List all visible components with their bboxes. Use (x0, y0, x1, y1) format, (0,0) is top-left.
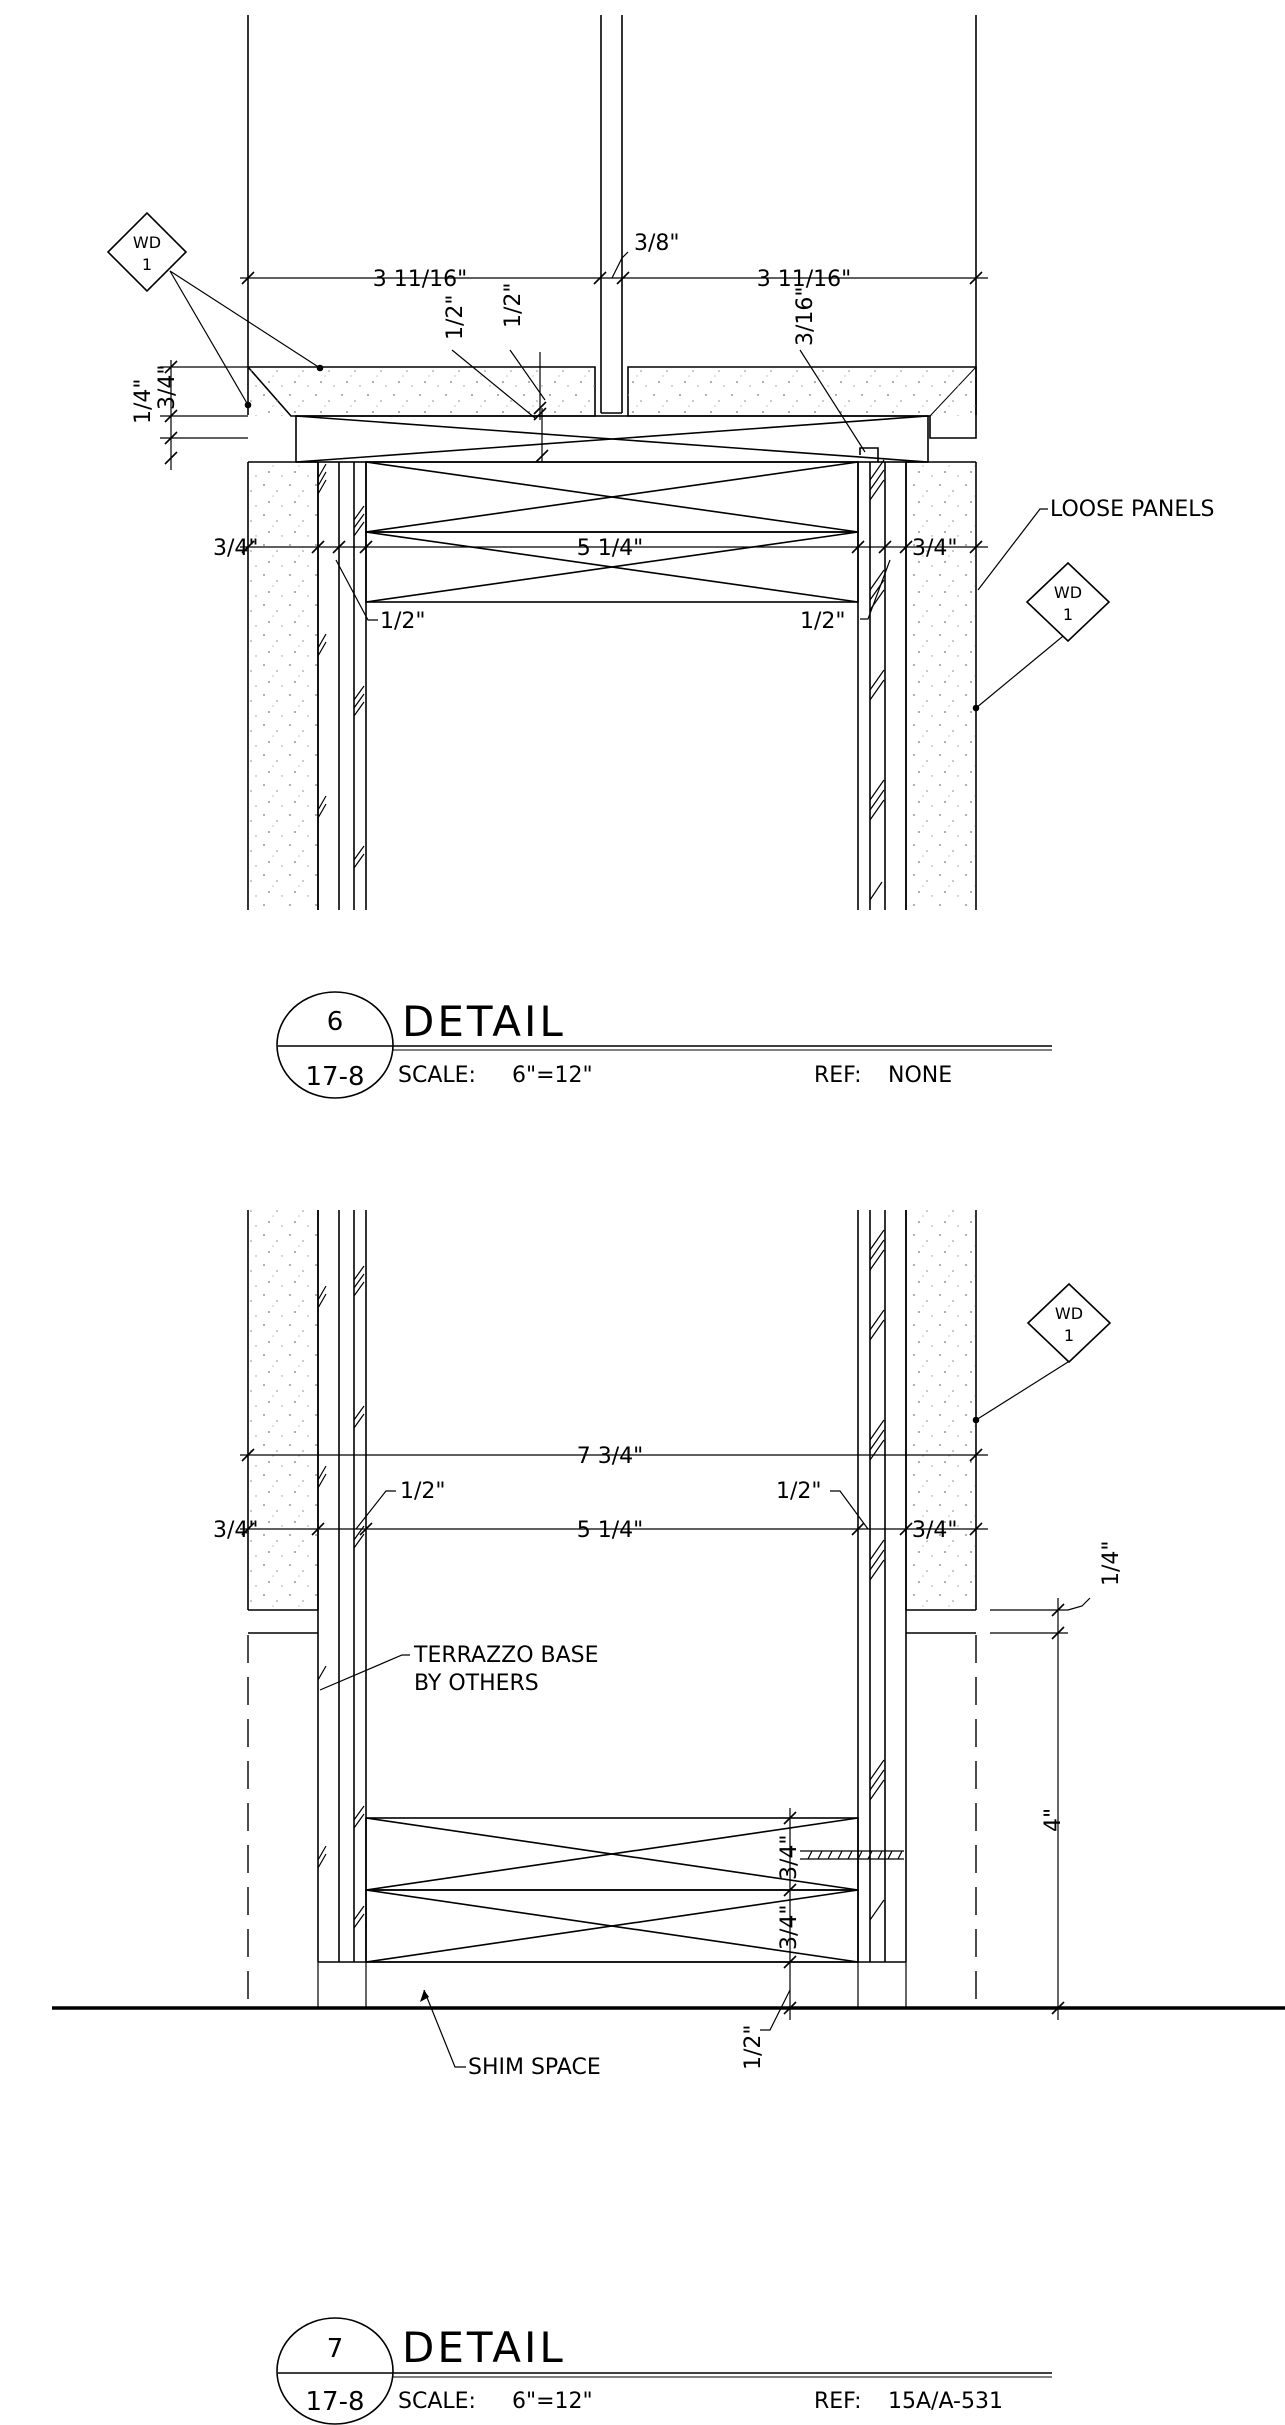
wd-tag-6a: WD 1 (106, 211, 188, 293)
dim-label: 5 1/4" (577, 1518, 644, 1543)
dim-label: 1/2" (741, 2024, 766, 2070)
wd-tag-7: WD 1 (1026, 1282, 1112, 1364)
dim-label: 3/4" (777, 1904, 802, 1950)
note-shim-space: SHIM SPACE (468, 2055, 601, 2080)
scale-value: 6"=12" (512, 2389, 593, 2414)
dim-label: 3/4" (777, 1834, 802, 1880)
wd-tag-code: WD (1054, 583, 1082, 602)
dim-label: 5 1/4" (577, 536, 644, 561)
note-loose-panels: LOOSE PANELS (1050, 497, 1214, 522)
dim-label: 3 11/16" (757, 267, 852, 292)
detail-7-title-block: 7 17-8 DETAIL SCALE: 6"=12" REF: 15A/A-5… (276, 2317, 1052, 2425)
ref-value: NONE (888, 1063, 952, 1088)
dim-label: 7 3/4" (577, 1444, 644, 1469)
detail-6-title-block: 6 17-8 DETAIL SCALE: 6"=12" REF: NONE (276, 991, 1052, 1099)
dim-label: 3/4" (912, 1518, 958, 1543)
wd-tag-code: WD (133, 233, 161, 252)
wd-tag-6b: WD 1 (1025, 561, 1111, 643)
ref-label: REF: (814, 1063, 862, 1088)
note-terrazzo-line1: TERRAZZO BASE (413, 1643, 599, 1668)
ref-value: 15A/A-531 (888, 2389, 1003, 2414)
ref-label: REF: (814, 2389, 862, 2414)
dim-label: 1/2" (501, 282, 526, 328)
dim-label: 3/16" (793, 286, 818, 346)
dim-label: 1/2" (443, 294, 468, 340)
dim-label: 3/8" (634, 231, 680, 256)
dim-label: 1/2" (776, 1479, 822, 1504)
sheet-number: 17-8 (305, 2387, 364, 2417)
dim-label: 1/2" (380, 609, 426, 634)
detail-number: 6 (327, 1007, 344, 1037)
scale-value: 6"=12" (512, 1063, 593, 1088)
wd-tag-num: 1 (142, 255, 152, 274)
scale-label: SCALE: (398, 1063, 476, 1088)
dim-label: 3 11/16" (373, 267, 468, 292)
detail-6-drawing (160, 15, 1069, 910)
detail-title: DETAIL (402, 997, 566, 1046)
detail-6-dimensions: 3 11/16" 3/8" 3 11/16" 1/2" 1/2" 3/16" 1… (131, 231, 1214, 634)
dim-label: 3/4" (213, 536, 259, 561)
detail-7-dimensions: 7 3/4" 1/2" 1/2" 3/4" 5 1/4" 3/4" 1/4" 4… (213, 1444, 1124, 2080)
detail-7-drawing (52, 1210, 1285, 2068)
sheet-number: 17-8 (305, 1062, 364, 1092)
dim-label: 3/4" (912, 536, 958, 561)
detail-title: DETAIL (402, 2323, 566, 2372)
note-terrazzo-line2: BY OTHERS (414, 1671, 539, 1696)
detail-number: 7 (327, 2334, 344, 2364)
dim-label: 3/4" (213, 1518, 259, 1543)
wd-tag-code: WD (1055, 1304, 1083, 1323)
dim-label: 4" (1041, 1808, 1066, 1832)
dim-label: 1/4" (131, 378, 156, 424)
dim-label: 3/4" (155, 364, 180, 410)
dim-label: 1/2" (800, 609, 846, 634)
wd-tag-num: 1 (1064, 1326, 1074, 1345)
wd-tag-num: 1 (1063, 605, 1073, 624)
scale-label: SCALE: (398, 2389, 476, 2414)
dim-label: 1/2" (400, 1479, 446, 1504)
dim-label: 1/4" (1099, 1540, 1124, 1586)
